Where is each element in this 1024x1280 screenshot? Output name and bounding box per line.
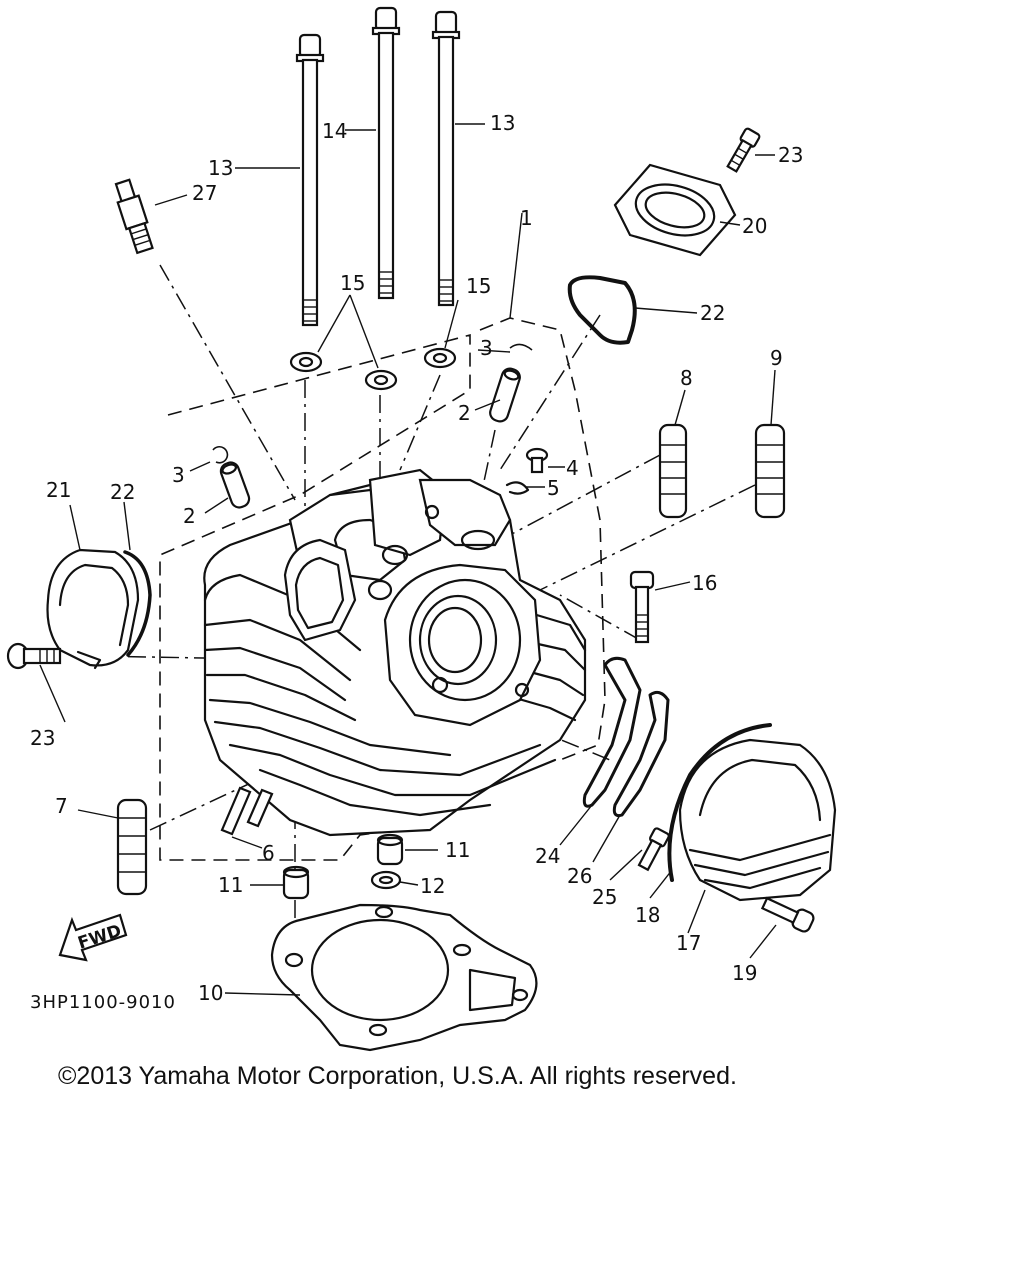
gasket-24 [582,656,642,808]
cover-plate-20 [613,163,737,257]
cylinder-head [203,468,587,837]
washer-12 [370,870,402,890]
callout-27: 27 [192,181,217,205]
callout-7: 7 [55,794,68,818]
centerline-sparkplug [159,264,296,501]
side-cover-21 [46,548,140,670]
callout-21: 21 [46,478,71,502]
bolt-19 [760,896,815,933]
centerline-bolt16 [559,594,641,641]
bolt-23-top [726,127,761,173]
callout-22-left: 22 [110,480,135,504]
leader-lines [39,123,777,996]
callout-3-left: 3 [172,463,185,487]
callout-18: 18 [635,903,660,927]
callout-22-top: 22 [700,301,725,325]
o-ring-22-top [567,275,637,345]
callout-15-left: 15 [340,271,365,295]
seal-18 [667,723,772,882]
clip-right [509,343,533,351]
bolt-16 [629,570,655,644]
callout-8: 8 [680,366,693,390]
callout-13-right: 13 [490,111,515,135]
callout-2-left: 2 [183,504,196,528]
callout-15-right: 15 [466,274,491,298]
washer-left [289,351,323,373]
callout-23-top: 23 [778,143,803,167]
pin-right [489,367,521,423]
callout-26: 26 [567,864,592,888]
callout-6: 6 [262,841,275,865]
callout-5: 5 [547,476,560,500]
centerline-guide9 [539,484,756,591]
dowel-11-left [282,865,310,900]
callout-labels: 13 14 13 27 15 15 1 3 2 3 2 4 5 23 20 22… [30,111,803,1005]
copyright-notice: ©2013 Yamaha Motor Corporation, U.S.A. A… [58,1062,737,1090]
callout-16: 16 [692,571,717,595]
assembly-outline-left [159,333,471,861]
callout-1: 1 [520,206,533,230]
callout-23-left: 23 [30,726,55,750]
callout-25: 25 [592,885,617,909]
studs-6 [220,786,274,836]
clip-left [212,445,229,464]
centerline-oring [499,314,601,471]
centerline-bolt-right [399,374,441,471]
drawing-code: 3HP1100-9010 [30,992,176,1013]
cover-17 [678,738,837,902]
callout-12: 12 [420,874,445,898]
fwd-arrow-icon [58,913,128,962]
callout-9: 9 [770,346,783,370]
callout-11-right: 11 [445,838,470,862]
valve-guide-9 [754,423,786,519]
callout-19: 19 [732,961,757,985]
centerline-guide8 [509,454,661,536]
washer-middle [364,369,398,391]
head-gasket-10 [270,903,538,1052]
clip-5 [505,481,530,495]
gasket-22-left [123,550,152,657]
callout-17: 17 [676,931,701,955]
valve-guide-8 [658,423,688,519]
callout-20: 20 [742,214,767,238]
spark-plug [114,178,154,255]
fwd-label: FWD [75,921,123,954]
screw-4 [525,447,549,474]
stud-bolt-right [431,10,461,307]
valve-guide-7 [116,798,148,896]
callout-4: 4 [566,456,579,480]
callout-2-right: 2 [458,401,471,425]
washer-right [423,347,457,369]
callout-10: 10 [198,981,223,1005]
stud-bolt-left [295,33,325,327]
bolt-25 [637,827,670,872]
dowel-11-right [376,833,404,866]
stud-bolt-middle [371,6,401,300]
assembly-outline-right [479,317,606,761]
callout-24: 24 [535,844,560,868]
pin-left [219,461,251,509]
gasket-26 [612,690,670,817]
callout-14: 14 [322,119,347,143]
bolt-23-left [6,642,62,670]
callout-11-left: 11 [218,873,243,897]
callout-13-left: 13 [208,156,233,180]
callout-3-right: 3 [480,336,493,360]
